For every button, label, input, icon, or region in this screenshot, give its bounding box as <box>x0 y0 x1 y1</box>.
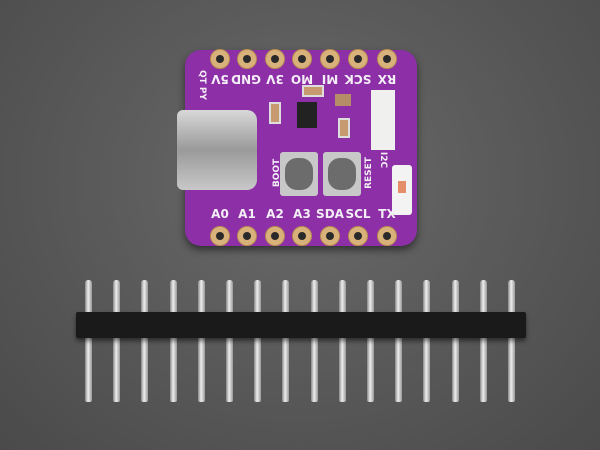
pin-label: RX <box>377 72 397 86</box>
pin-label: SCL <box>345 207 371 221</box>
pin-label: SCK <box>344 72 372 86</box>
pin-label: MO <box>290 72 314 86</box>
header-pin <box>310 280 318 402</box>
header-pin <box>226 280 233 402</box>
neopixel <box>335 94 351 106</box>
regulator-chip <box>297 102 317 128</box>
pin-label: SDA <box>316 207 344 221</box>
pin-label: A1 <box>238 207 256 221</box>
pin-pad <box>265 226 285 246</box>
header-pin <box>338 280 346 402</box>
header-plastic-bar <box>76 312 526 338</box>
reset-button[interactable] <box>323 152 361 196</box>
pin-pad <box>377 49 397 69</box>
pin-label: A3 <box>293 207 311 221</box>
header-pin <box>85 280 92 402</box>
stemma-qt-connector <box>371 90 395 150</box>
capacitor <box>302 85 324 97</box>
pin-pad <box>348 226 368 246</box>
pin-pad <box>237 226 257 246</box>
pin-pad <box>348 49 368 69</box>
pin-pad <box>210 49 230 69</box>
pin-pad <box>292 226 312 246</box>
pin-pad <box>210 226 230 246</box>
pin-pad <box>292 49 312 69</box>
pin-label: 3V <box>266 72 284 86</box>
pin-label: A0 <box>211 207 229 221</box>
pin-label: GND <box>231 72 261 86</box>
boot-button[interactable] <box>280 152 318 196</box>
header-pin <box>395 280 403 402</box>
reset-label: RESET <box>363 157 374 189</box>
capacitor <box>338 118 350 138</box>
boot-label: BOOT <box>272 158 283 188</box>
header-pin <box>141 280 149 402</box>
header-pin <box>451 280 459 402</box>
header-pin <box>508 280 515 402</box>
status-led <box>392 165 412 215</box>
pin-pad <box>237 49 257 69</box>
header-pin <box>367 280 374 402</box>
pin-pad <box>265 49 285 69</box>
pin-pad <box>320 49 340 69</box>
header-pin <box>169 280 177 402</box>
pin-label: TX <box>378 207 396 221</box>
header-pin <box>479 280 487 402</box>
pin-label: 5V <box>211 72 229 86</box>
header-pin <box>423 280 431 402</box>
header-pin <box>113 280 121 402</box>
header-pin <box>254 280 262 402</box>
header-pin <box>197 280 205 402</box>
capacitor <box>269 102 281 124</box>
pin-label: MI <box>321 72 339 86</box>
i2c-label: I2C <box>378 151 389 169</box>
header-pin <box>282 280 290 402</box>
usb-c-connector <box>177 110 257 190</box>
pin-label: A2 <box>266 207 284 221</box>
pin-pad <box>377 226 397 246</box>
pin-pad <box>320 226 340 246</box>
